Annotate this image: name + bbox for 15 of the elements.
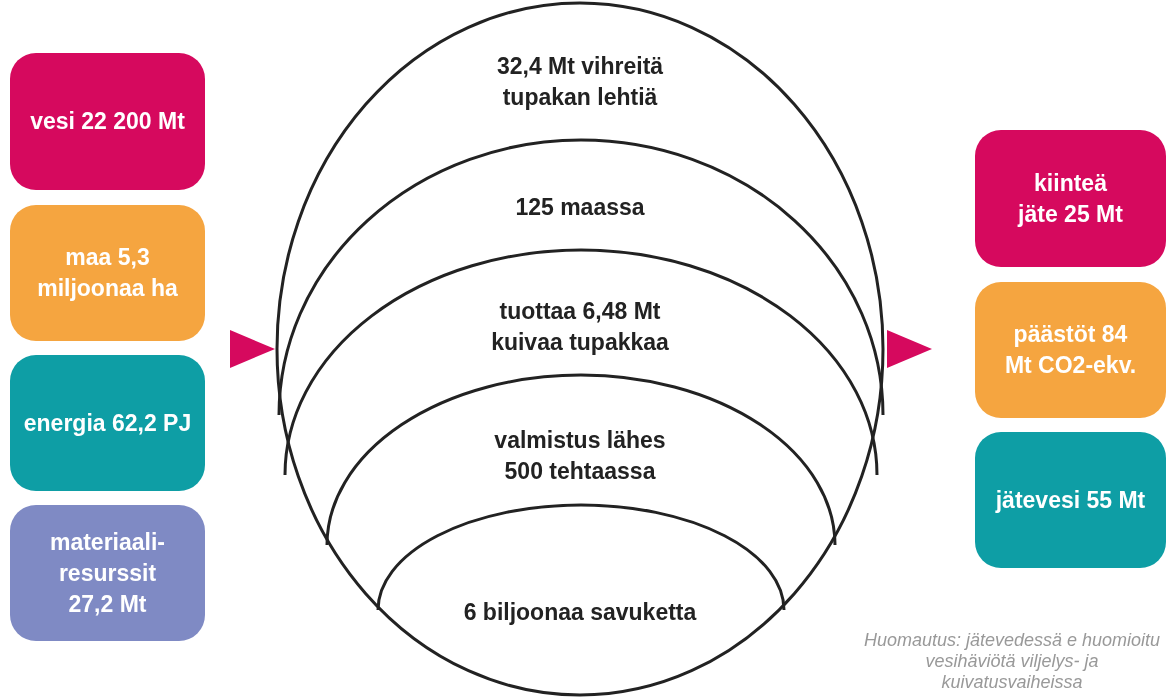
- resource-box: jätevesi 55 Mt: [975, 432, 1166, 568]
- footnote: Huomautus: jätevedessä e huomioitu vesihäviötä viljelys- ja kuivatusvaiheissa: [862, 630, 1162, 693]
- stage-label: 125 maassa: [430, 191, 730, 223]
- resource-box: materiaali- resurssit 27,2 Mt: [10, 505, 205, 641]
- stage-label: valmistus lähes 500 tehtaassa: [430, 425, 730, 487]
- resource-box: päästöt 84 Mt CO2-ekv.: [975, 282, 1166, 418]
- resource-box: kiinteä jäte 25 Mt: [975, 130, 1166, 267]
- resource-box: vesi 22 200 Mt: [10, 53, 205, 190]
- stage-label: tuottaa 6,48 Mt kuivaa tupakkaa: [430, 296, 730, 358]
- arrow: [230, 330, 275, 368]
- arrow: [887, 330, 932, 368]
- stage-label: 32,4 Mt vihreitä tupakan lehtiä: [430, 51, 730, 113]
- resource-box: maa 5,3 miljoonaa ha: [10, 205, 205, 341]
- resource-box: energia 62,2 PJ: [10, 355, 205, 491]
- stage-label: 6 biljoonaa savuketta: [430, 596, 730, 628]
